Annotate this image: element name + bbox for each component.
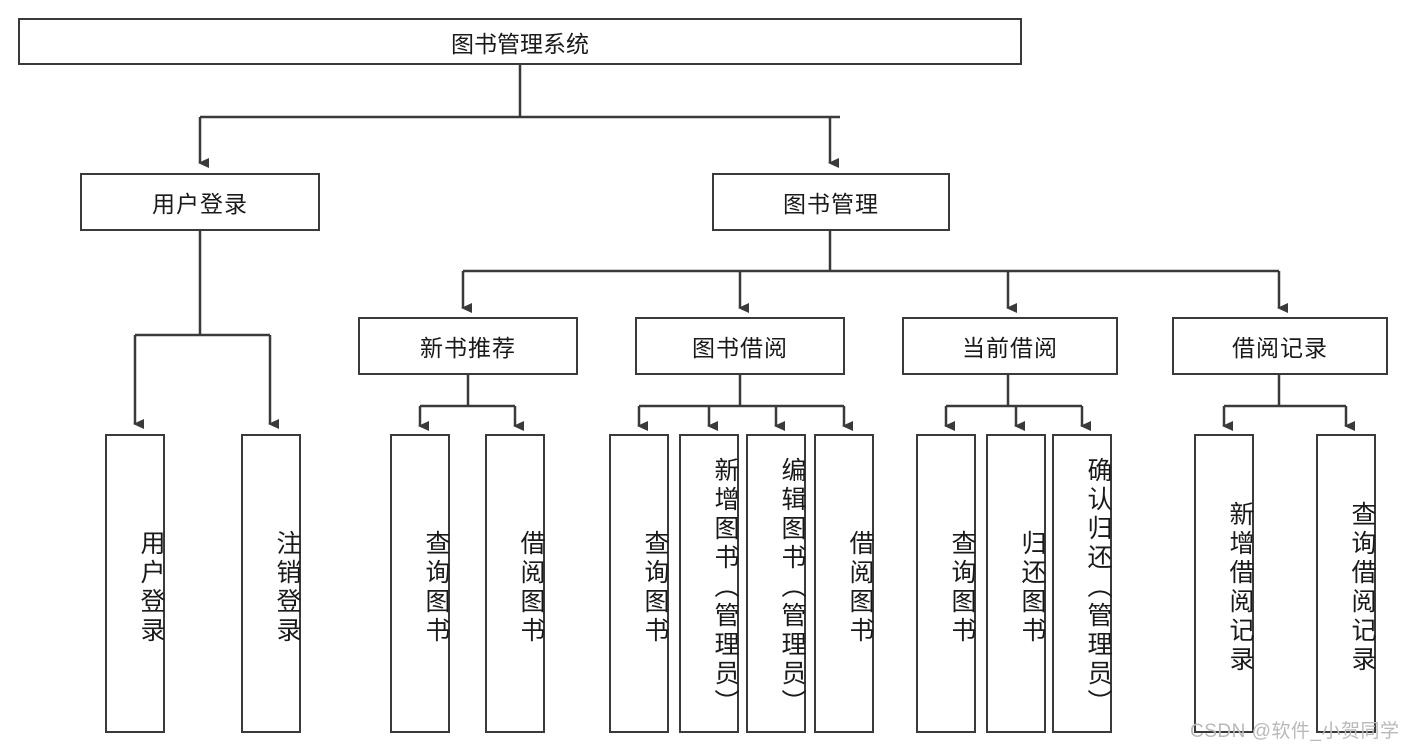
node-label: 新书推荐 xyxy=(420,335,516,361)
node-root-system[interactable]: 图书管理系统 xyxy=(18,18,1022,65)
leaf-current-borrow-confirm-admin[interactable]: 确认归还（管理员） xyxy=(1052,434,1112,733)
watermark: CSDN @软件_小贺同学 xyxy=(1190,721,1400,742)
leaf-borrow-record-query[interactable]: 查询借阅记录 xyxy=(1316,434,1376,733)
node-label: 当前借阅 xyxy=(962,335,1058,361)
leaf-user-login-login[interactable]: 用户登录 xyxy=(105,434,165,733)
node-label: 图书管理 xyxy=(783,191,879,217)
node-label: 确认归还（管理员） xyxy=(1084,457,1112,718)
node-user-login[interactable]: 用户登录 xyxy=(80,173,320,231)
node-label: 用户登录 xyxy=(152,191,248,217)
node-current-borrow[interactable]: 当前借阅 xyxy=(902,317,1118,375)
node-label: 查询图书 xyxy=(422,529,450,646)
leaf-book-borrow-borrow[interactable]: 借阅图书 xyxy=(814,434,874,733)
node-label: 新增借阅记录 xyxy=(1226,500,1254,675)
node-borrow-record[interactable]: 借阅记录 xyxy=(1172,317,1388,375)
node-book-borrow[interactable]: 图书借阅 xyxy=(635,317,845,375)
node-label: 归还图书 xyxy=(1018,529,1046,646)
node-new-book-recommend[interactable]: 新书推荐 xyxy=(358,317,578,375)
node-label: 注销登录 xyxy=(273,529,301,646)
leaf-book-borrow-query[interactable]: 查询图书 xyxy=(609,434,669,733)
node-label: 查询图书 xyxy=(641,529,669,646)
leaf-new-book-borrow[interactable]: 借阅图书 xyxy=(485,434,545,733)
leaf-borrow-record-add[interactable]: 新增借阅记录 xyxy=(1194,434,1254,733)
node-label: 用户登录 xyxy=(137,529,165,646)
leaf-book-borrow-edit-admin[interactable]: 编辑图书（管理员） xyxy=(746,434,806,733)
leaf-user-login-logout[interactable]: 注销登录 xyxy=(241,434,301,733)
node-book-management[interactable]: 图书管理 xyxy=(712,173,950,231)
leaf-current-borrow-query[interactable]: 查询图书 xyxy=(916,434,976,733)
leaf-book-borrow-add-admin[interactable]: 新增图书（管理员） xyxy=(679,434,739,733)
node-label: 查询借阅记录 xyxy=(1348,500,1376,675)
node-label: 编辑图书（管理员） xyxy=(778,457,806,718)
node-label: 图书借阅 xyxy=(692,335,788,361)
leaf-new-book-query[interactable]: 查询图书 xyxy=(390,434,450,733)
node-label: 图书管理系统 xyxy=(451,30,589,57)
node-label: 查询图书 xyxy=(948,529,976,646)
node-label: 借阅图书 xyxy=(846,529,874,646)
node-label: 借阅记录 xyxy=(1232,335,1328,361)
node-label: 借阅图书 xyxy=(517,529,545,646)
leaf-current-borrow-return[interactable]: 归还图书 xyxy=(986,434,1046,733)
node-label: 新增图书（管理员） xyxy=(711,457,739,718)
